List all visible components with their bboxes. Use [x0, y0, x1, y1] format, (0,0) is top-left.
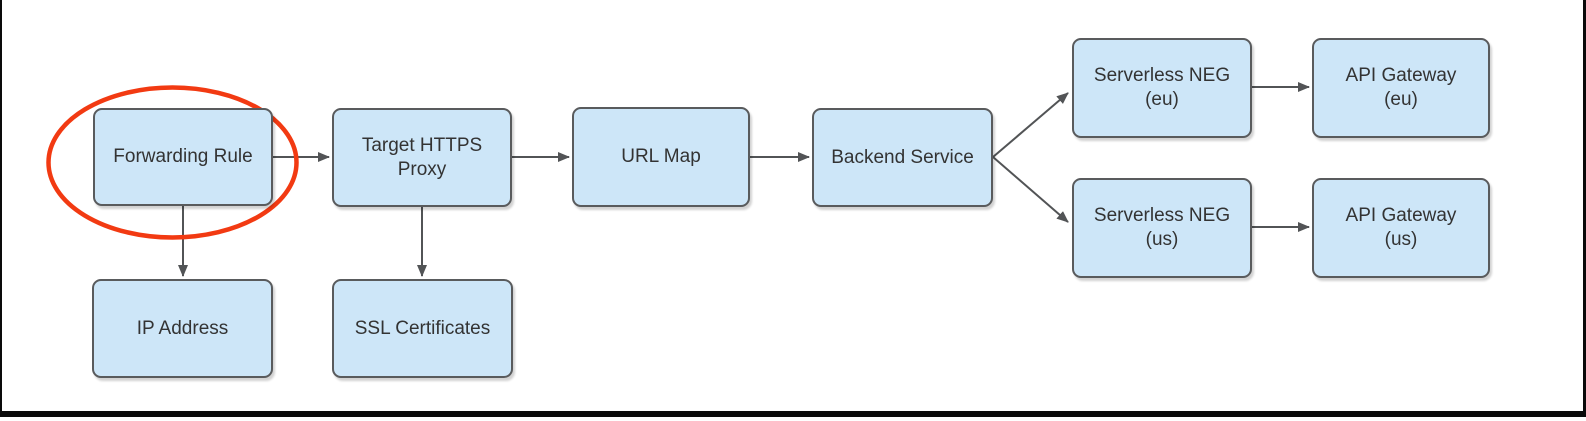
node-api-gateway-us: API Gateway (us)	[1312, 178, 1490, 278]
node-serverless-neg-us-label: Serverless NEG (us)	[1093, 205, 1231, 250]
window-border-bottom	[0, 411, 1586, 417]
node-api-gateway-eu: API Gateway (eu)	[1312, 38, 1490, 138]
node-backend-service-label: Backend Service	[831, 146, 974, 168]
window-border-right	[1583, 0, 1586, 417]
node-url-map: URL Map	[572, 107, 750, 207]
node-ssl-certificates: SSL Certificates	[332, 279, 513, 378]
node-serverless-neg-us: Serverless NEG (us)	[1072, 178, 1252, 278]
node-ip-address-label: IP Address	[136, 317, 229, 339]
node-backend-service: Backend Service	[812, 108, 993, 207]
node-api-gateway-eu-label: API Gateway (eu)	[1345, 65, 1457, 110]
connector-backend-service-to-serverless-neg-us	[992, 156, 1069, 223]
node-serverless-neg-eu-label: Serverless NEG (eu)	[1093, 65, 1231, 110]
node-ssl-certificates-label: SSL Certificates	[354, 317, 491, 339]
node-target-https-proxy-label: Target HTTPS Proxy	[361, 134, 483, 180]
node-ip-address: IP Address	[92, 279, 273, 378]
node-api-gateway-us-label: API Gateway (us)	[1345, 205, 1457, 250]
window-border-left	[0, 0, 2, 417]
connector-backend-service-to-serverless-neg-eu	[992, 92, 1069, 158]
node-forwarding-rule: Forwarding Rule	[93, 108, 273, 206]
node-forwarding-rule-label: Forwarding Rule	[113, 146, 253, 167]
node-serverless-neg-eu: Serverless NEG (eu)	[1072, 38, 1252, 138]
highlight-ellipse-annotation	[46, 85, 299, 240]
node-url-map-label: URL Map	[621, 146, 701, 167]
node-target-https-proxy: Target HTTPS Proxy	[332, 108, 512, 207]
